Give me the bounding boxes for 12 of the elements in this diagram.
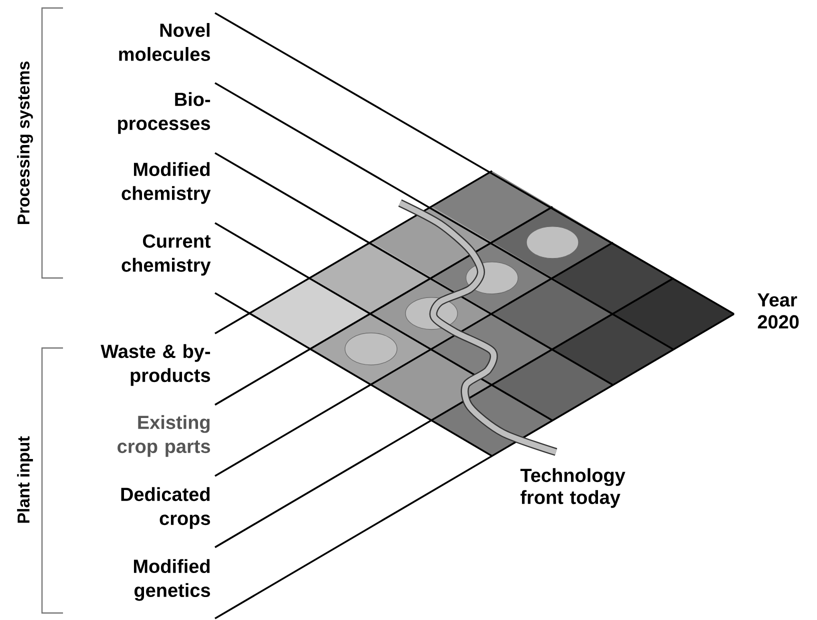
group-label: Plant input xyxy=(17,436,33,523)
row-label: Modified genetics xyxy=(134,559,210,601)
group-label: Processing systems xyxy=(17,62,33,224)
row-label: Novel molecules xyxy=(119,23,210,61)
row-label: Dedicated crops xyxy=(121,487,210,529)
row-label: Modified chemistry xyxy=(122,162,211,204)
row-label: Waste & by-products xyxy=(100,344,210,386)
axis-end-label: Year 2020 xyxy=(758,293,799,329)
row-label: Existing crop parts xyxy=(118,415,210,457)
row-label: Bio-processes xyxy=(118,92,210,134)
curve-label: Technology front today xyxy=(520,468,626,508)
row-label: Current chemistry xyxy=(122,234,211,276)
